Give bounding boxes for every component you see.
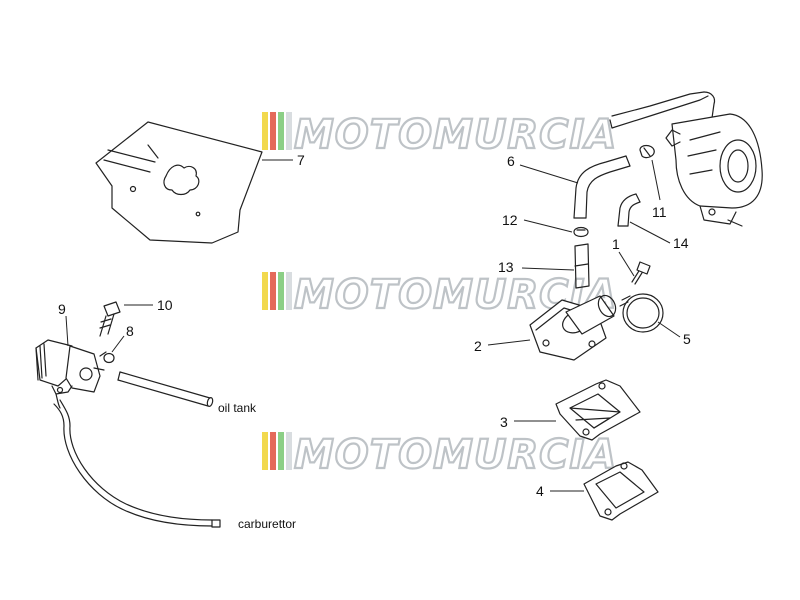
callout-8: 8 xyxy=(126,323,134,339)
callout-7: 7 xyxy=(297,152,305,168)
part-11-clip xyxy=(639,144,655,159)
watermark-bottom: MOTOMURCIA xyxy=(262,431,617,479)
part-8-clip xyxy=(99,351,115,364)
callout-14: 14 xyxy=(673,235,689,251)
part-10-bolt xyxy=(99,301,121,337)
part-9-oil-pump xyxy=(35,339,105,395)
callout-12: 12 xyxy=(502,212,518,228)
oil-tank-hose xyxy=(117,371,214,407)
part-2-intake-manifold xyxy=(529,294,617,361)
carburettor-assembly xyxy=(609,91,763,227)
watermark-text: MOTOMURCIA xyxy=(294,112,617,158)
part-1-screw xyxy=(631,261,651,285)
part-6-curved-hose xyxy=(573,155,631,219)
callout-1: 1 xyxy=(612,236,620,252)
callout-2: 2 xyxy=(474,338,482,354)
part-5-clamp-ring xyxy=(619,293,664,333)
part-7-shield-plate xyxy=(95,121,263,244)
watermark-top: MOTOMURCIA xyxy=(262,111,617,159)
callout-11: 11 xyxy=(652,204,667,220)
carburettor-hose xyxy=(53,393,221,528)
label-oil-tank: oil tank xyxy=(218,401,257,415)
watermark-text: MOTOMURCIA xyxy=(294,432,617,478)
callout-9: 9 xyxy=(58,301,66,317)
callout-4: 4 xyxy=(536,483,544,499)
part-12-hose-clip xyxy=(573,226,589,238)
callout-5: 5 xyxy=(683,331,691,347)
callout-10: 10 xyxy=(157,297,173,313)
label-carburettor: carburettor xyxy=(238,517,296,531)
part-3-reed-valve xyxy=(555,379,641,441)
callout-6: 6 xyxy=(507,153,515,169)
callout-13: 13 xyxy=(498,259,514,275)
callout-3: 3 xyxy=(500,414,508,430)
part-4-gasket xyxy=(583,461,659,521)
part-14-small-hose xyxy=(617,193,641,227)
part-13-hose-piece xyxy=(574,243,590,289)
